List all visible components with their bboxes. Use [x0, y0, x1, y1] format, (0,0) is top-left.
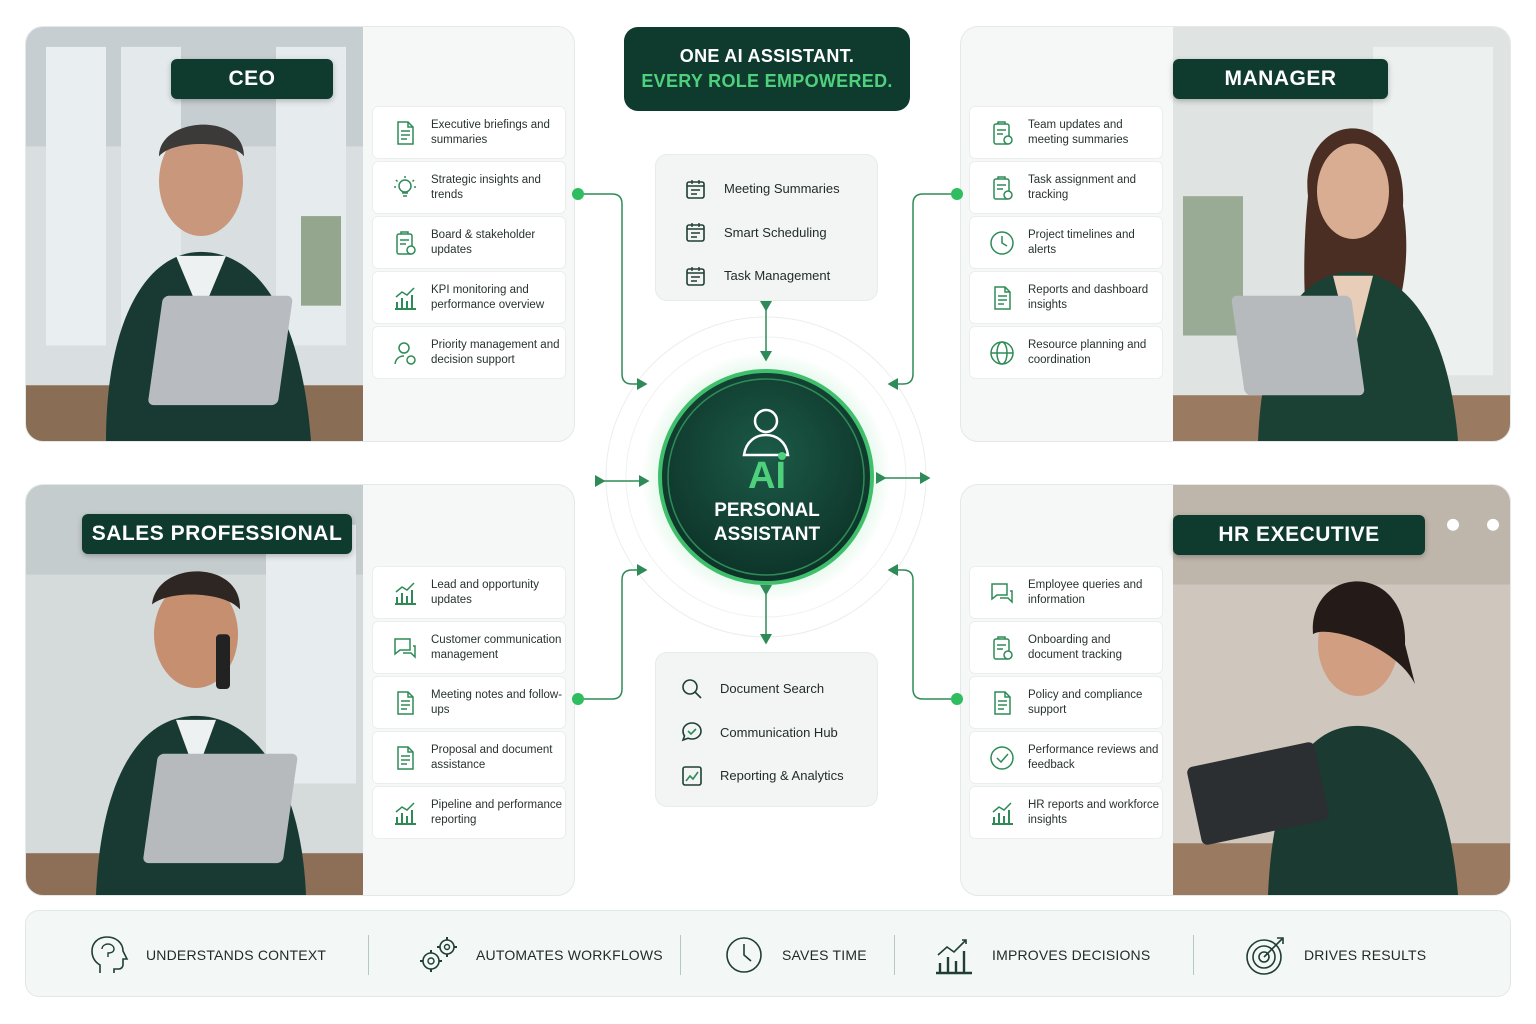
- headline-banner: ONE AI ASSISTANT. EVERY ROLE EMPOWERED.: [624, 27, 910, 111]
- calendar-grid-icon: [684, 220, 708, 244]
- hub-title-line2: ASSISTANT: [713, 524, 821, 545]
- divider: [368, 935, 369, 975]
- role-title-sales: SALES PROFESSIONAL: [82, 514, 352, 554]
- hr-capabilities: Employee queries and information Onboard…: [969, 566, 1163, 839]
- person-chat-icon: [988, 579, 1016, 607]
- gears-icon: [420, 936, 457, 972]
- calendar-doc-icon: [684, 177, 708, 201]
- role-title-ceo: CEO: [171, 59, 333, 99]
- document-icon: [391, 119, 419, 147]
- list-item[interactable]: Strategic insights and trends: [372, 161, 566, 214]
- list-item[interactable]: KPI monitoring and performance overview: [372, 271, 566, 324]
- hub-title-line1: PERSONAL: [714, 500, 820, 521]
- person-gear-icon: [391, 339, 419, 367]
- benefit-item: DRIVES RESULTS: [1244, 911, 1426, 998]
- role-title-manager: MANAGER: [1173, 59, 1388, 99]
- list-item[interactable]: Meeting notes and follow-ups: [372, 676, 566, 729]
- list-item[interactable]: Board & stakeholder updates: [372, 216, 566, 269]
- feature-item[interactable]: Smart Scheduling: [684, 211, 877, 255]
- manager-photo: [1173, 27, 1510, 441]
- search-icon: [680, 677, 704, 701]
- feature-item[interactable]: Meeting Summaries: [684, 167, 877, 211]
- list-item[interactable]: Reports and dashboard insights: [969, 271, 1163, 324]
- features-top-box: Meeting Summaries Smart Scheduling Task …: [655, 154, 878, 301]
- network-icon: [988, 339, 1016, 367]
- bar-chart-icon: [391, 799, 419, 827]
- sales-capabilities: Lead and opportunity updates Customer co…: [372, 566, 566, 839]
- list-item[interactable]: Pipeline and performance reporting: [372, 786, 566, 839]
- benefit-item: UNDERSTANDS CONTEXT: [86, 911, 326, 998]
- trend-icon: [391, 579, 419, 607]
- list-item[interactable]: Employee queries and information: [969, 566, 1163, 619]
- lightbulb-icon: [391, 174, 419, 202]
- calendar-check-icon: [684, 264, 708, 288]
- list-item[interactable]: Resource planning and coordination: [969, 326, 1163, 379]
- list-item[interactable]: Team updates and meeting summaries: [969, 106, 1163, 159]
- bar-chart-icon: [936, 938, 972, 974]
- check-circle-icon: [988, 744, 1016, 772]
- list-item[interactable]: Policy and compliance support: [969, 676, 1163, 729]
- benefit-item: AUTOMATES WORKFLOWS: [416, 911, 663, 998]
- list-item[interactable]: Performance reviews and feedback: [969, 731, 1163, 784]
- chat-icon: [391, 634, 419, 662]
- manager-panel: MANAGER Team updates and meeting summari…: [960, 26, 1511, 442]
- headline-line2: EVERY ROLE EMPOWERED.: [641, 71, 893, 91]
- clipboard-icon: [988, 119, 1016, 147]
- checklist-icon: [988, 174, 1016, 202]
- ceo-capabilities: Executive briefings and summaries Strate…: [372, 106, 566, 379]
- target-icon: [1246, 936, 1284, 975]
- feature-item[interactable]: Document Search: [680, 667, 877, 711]
- hr-panel: HR EXECUTIVE Employee queries and inform…: [960, 484, 1511, 896]
- list-item[interactable]: Onboarding and document tracking: [969, 621, 1163, 674]
- features-bottom-box: Document Search Communication Hub Report…: [655, 652, 878, 807]
- report-icon: [988, 284, 1016, 312]
- headline-line1: ONE AI ASSISTANT.: [679, 46, 855, 66]
- clock-icon: [726, 936, 762, 973]
- document-check-icon: [988, 689, 1016, 717]
- clipboard-icon: [391, 229, 419, 257]
- clock-icon: [988, 229, 1016, 257]
- list-item[interactable]: Executive briefings and summaries: [372, 106, 566, 159]
- hub-ai-label: AI: [748, 455, 786, 497]
- benefit-item: IMPROVES DECISIONS: [932, 911, 1150, 998]
- list-item[interactable]: Lead and opportunity updates: [372, 566, 566, 619]
- list-item[interactable]: Task assignment and tracking: [969, 161, 1163, 214]
- document-icon: [391, 744, 419, 772]
- chart-icon: [680, 764, 704, 788]
- head-brain-icon: [91, 935, 129, 973]
- benefit-item: SAVES TIME: [722, 911, 867, 998]
- divider: [894, 935, 895, 975]
- user-icon: [742, 408, 790, 460]
- ceo-panel: CEO Executive briefings and summaries St…: [25, 26, 575, 442]
- sales-panel: SALES PROFESSIONAL Lead and opportunity …: [25, 484, 575, 896]
- feature-item[interactable]: Task Management: [684, 254, 877, 298]
- clipboard-icon: [988, 634, 1016, 662]
- feature-item[interactable]: Reporting & Analytics: [680, 754, 877, 798]
- list-item[interactable]: HR reports and workforce insights: [969, 786, 1163, 839]
- role-title-hr: HR EXECUTIVE: [1173, 515, 1425, 555]
- list-item[interactable]: Priority management and decision support: [372, 326, 566, 379]
- manager-capabilities: Team updates and meeting summaries Task …: [969, 106, 1163, 379]
- chat-icon: [680, 720, 704, 744]
- divider: [680, 935, 681, 975]
- divider: [1193, 935, 1194, 975]
- bar-chart-icon: [391, 284, 419, 312]
- bar-chart-icon: [988, 799, 1016, 827]
- feature-item[interactable]: Communication Hub: [680, 711, 877, 755]
- list-item[interactable]: Customer communication management: [372, 621, 566, 674]
- notes-icon: [391, 689, 419, 717]
- list-item[interactable]: Proposal and document assistance: [372, 731, 566, 784]
- benefits-bar: UNDERSTANDS CONTEXT AUTOMATES WORKFLOWS …: [25, 910, 1511, 997]
- list-item[interactable]: Project timelines and alerts: [969, 216, 1163, 269]
